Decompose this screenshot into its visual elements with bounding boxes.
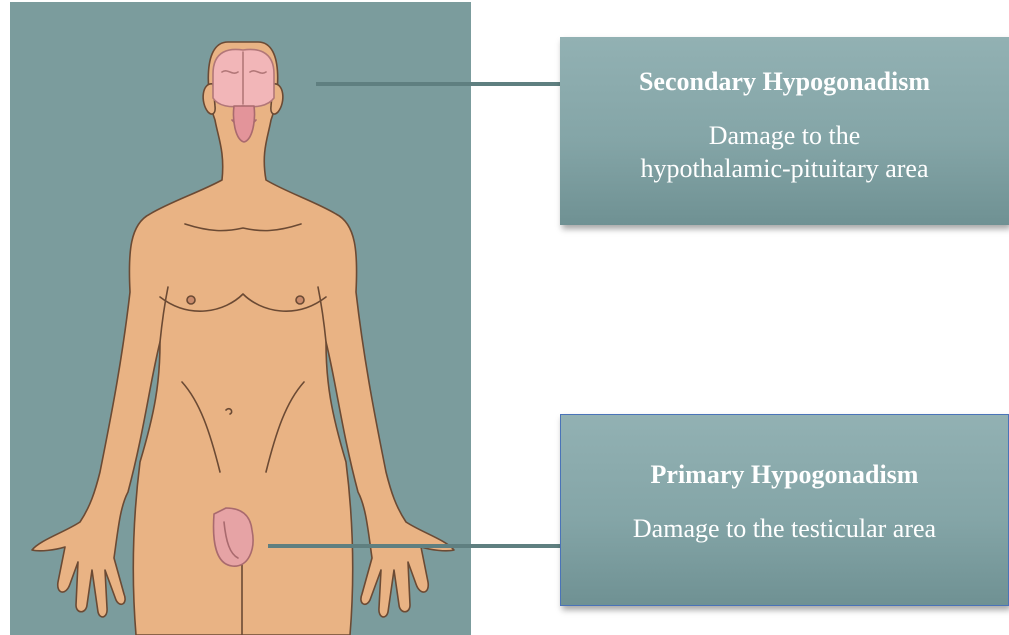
secondary-description: Damage to the hypothalamic-pituitary are… — [560, 119, 1009, 185]
primary-leader-line — [268, 544, 560, 548]
right-nipple — [296, 296, 304, 304]
anatomy-figure-panel — [10, 2, 471, 635]
primary-hypogonadism-callout: Primary Hypogonadism Damage to the testi… — [560, 414, 1009, 606]
secondary-title: Secondary Hypogonadism — [560, 67, 1009, 97]
primary-description: Damage to the testicular area — [561, 512, 1008, 545]
genital-organ — [214, 508, 253, 566]
human-body-figure — [10, 2, 471, 635]
secondary-leader-line — [316, 82, 560, 86]
secondary-desc-line1: Damage to the — [560, 119, 1009, 152]
secondary-hypogonadism-callout: Secondary Hypogonadism Damage to the hyp… — [560, 37, 1009, 225]
left-nipple — [187, 296, 195, 304]
secondary-desc-line2: hypothalamic-pituitary area — [560, 152, 1009, 185]
primary-title: Primary Hypogonadism — [561, 460, 1008, 490]
